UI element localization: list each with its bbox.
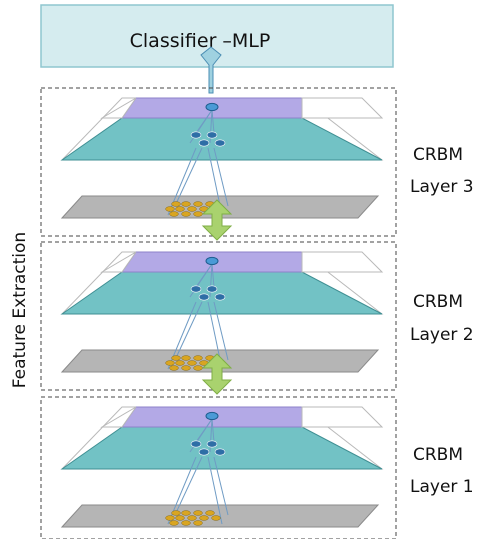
layer-3-hidden-top	[60, 117, 383, 161]
between-arrow-2	[201, 353, 233, 395]
layer-2-visible-unit-5	[175, 360, 185, 366]
layer-3-number: Layer 3	[410, 177, 474, 197]
layer-1-visible-unit-8	[211, 515, 221, 521]
layer-3-connection-1	[174, 147, 203, 207]
layer-3-name: CRBM	[413, 145, 463, 165]
layer-2-hidden-unit-0	[190, 285, 202, 293]
layer-1-visible-unit-6	[187, 515, 197, 521]
layer-3-visible-unit-0	[171, 201, 181, 207]
layer-1-connection-2	[207, 456, 223, 525]
layer-2-hidden-top	[60, 271, 383, 315]
classifier-label: Classifier –MLP	[130, 30, 271, 52]
layer-3-right-panel	[301, 97, 384, 119]
layer-blocks	[40, 87, 397, 539]
layer-1-pool-unit	[205, 411, 219, 421]
layer-1-visible-unit-10	[181, 520, 191, 526]
layer-2-left-panel	[100, 251, 137, 273]
layer-3-connection-5	[211, 109, 215, 134]
layer-2-visible-unit-9	[169, 365, 179, 371]
layer-2-connection-5	[211, 263, 215, 288]
layer-3-visible-unit-9	[169, 211, 179, 217]
layer-1-name: CRBM	[413, 445, 463, 465]
layer-2-pool-unit	[205, 256, 219, 266]
layer-1-frame	[40, 396, 397, 539]
layer-1-hidden-unit-2	[198, 448, 210, 456]
layer-3-visible-unit-2	[193, 201, 203, 207]
layer-1-connection-5	[211, 418, 215, 443]
layer-1-visible-unit-11	[193, 520, 203, 526]
layer-1-visible-unit-7	[199, 515, 209, 521]
layer-3-hidden-unit-0	[190, 131, 202, 139]
layer-3-visible-unit-1	[181, 201, 191, 207]
layer-2-visible-unit-10	[181, 365, 191, 371]
layer-1-visible-unit-0	[171, 510, 181, 516]
layer-2-connection-1	[174, 301, 203, 361]
layer-2-connection-3	[213, 301, 229, 361]
layer-3-visible-unit-4	[165, 206, 175, 212]
layer-1-visible-unit-5	[175, 515, 185, 521]
layer-2-visible-unit-11	[193, 365, 203, 371]
layer-2-hidden-unit-1	[206, 285, 218, 293]
layer-1-connection-3	[213, 456, 229, 516]
feature-extraction-label: Feature Extraction	[10, 232, 30, 388]
layer-2-visible-unit-4	[165, 360, 175, 366]
layer-3-hidden-unit-1	[206, 131, 218, 139]
layer-2-hidden-unit-2	[198, 293, 210, 301]
layer-1-hidden-unit-0	[190, 440, 202, 448]
layer-1-left-panel	[100, 406, 137, 428]
layer-2-hidden-unit-3	[214, 293, 226, 301]
layer-3-visible-unit-10	[181, 211, 191, 217]
layer-3-pool-unit	[205, 102, 219, 112]
layer-2-visible-unit-2	[193, 355, 203, 361]
layer-1-hidden-top	[60, 426, 383, 470]
layer-2-visible-unit-1	[181, 355, 191, 361]
layer-1-number: Layer 1	[410, 477, 474, 497]
layer-1-right-panel	[301, 406, 384, 428]
between-layer-arrows	[201, 199, 233, 395]
layer-2-right-panel	[301, 251, 384, 273]
layer-3-hidden-unit-3	[214, 139, 226, 147]
layer-3-visible-unit-5	[175, 206, 185, 212]
layer-2-visible-unit-6	[187, 360, 197, 366]
layer-labels: CRBM Layer 3 CRBM Layer 2 CRBM Layer 1	[410, 145, 474, 497]
layer-1-hidden-unit-1	[206, 440, 218, 448]
layer-1-visible-unit-1	[181, 510, 191, 516]
layer-3-visible-unit-6	[187, 206, 197, 212]
crbm-layer-3	[40, 87, 397, 237]
layer-1-visible-unit-4	[165, 515, 175, 521]
layer-1-hidden-unit-3	[214, 448, 226, 456]
layer-3-visible-unit-11	[193, 211, 203, 217]
layer-2-number: Layer 2	[410, 325, 474, 345]
crbm-layer-2	[40, 241, 397, 391]
layer-1-visible-unit-3	[205, 510, 215, 516]
layer-3-left-panel	[100, 97, 137, 119]
layer-2-visible-unit-0	[171, 355, 181, 361]
layer-3-connection-3	[213, 147, 229, 207]
layer-1-visible-unit-2	[193, 510, 203, 516]
layer-3-hidden-unit-2	[198, 139, 210, 147]
crbm-layer-1	[40, 396, 397, 539]
layer-1-connection-1	[174, 456, 203, 516]
classifier-output-arrow	[200, 46, 222, 94]
layer-2-name: CRBM	[413, 292, 463, 312]
layer-1-visible-unit-9	[169, 520, 179, 526]
between-arrow-1	[201, 199, 233, 241]
